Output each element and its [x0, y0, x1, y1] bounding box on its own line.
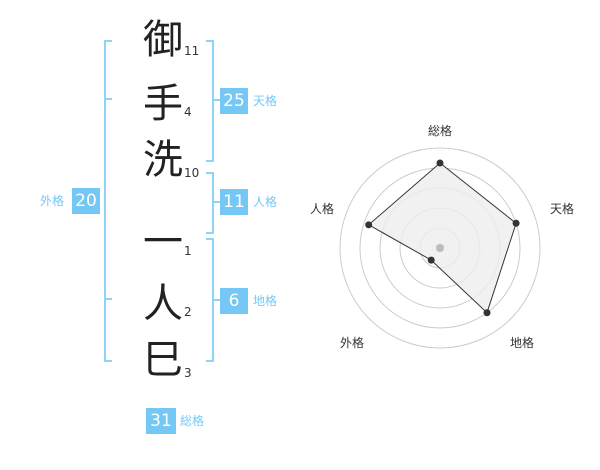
tenkaku-bracket-tick [212, 99, 220, 101]
radar-center-dot [436, 244, 444, 252]
stroke-count-6: 3 [184, 366, 192, 380]
name-char-5: 人 [143, 281, 183, 327]
name-char-2: 手 [143, 81, 183, 127]
radar-label-soukaku: 総格 [428, 124, 453, 138]
chikaku-value: 6 [220, 288, 248, 314]
chikaku-bracket-tick [212, 299, 220, 301]
name-char-1: 御 [143, 17, 183, 63]
radar-label-gaikaku: 外格 [340, 336, 365, 350]
gaikaku-value: 20 [72, 188, 100, 214]
radar-ring-1 [339, 147, 541, 349]
name-char-3: 洗 [143, 137, 183, 183]
radar-label-chikaku: 地格 [510, 336, 535, 350]
radar-point-1 [436, 159, 444, 167]
tenkaku-value: 25 [220, 88, 248, 114]
radar-point-4 [427, 256, 435, 264]
gaikaku-bracket-tick [104, 98, 112, 100]
radar-point-2 [512, 219, 520, 227]
gaikaku-bracket [104, 40, 112, 362]
jinkaku-label: 人格 [253, 195, 278, 209]
stroke-count-4: 1 [184, 244, 192, 258]
stroke-count-3: 10 [184, 166, 200, 180]
stroke-count-5: 2 [184, 305, 192, 319]
radar-polygon [367, 162, 517, 314]
stroke-count-2: 4 [184, 105, 192, 119]
radar-point-5 [365, 221, 373, 229]
name-char-6: 巳 [143, 337, 183, 383]
radar-point-3 [483, 309, 491, 317]
jinkaku-bracket [206, 172, 214, 234]
jinkaku-value: 11 [220, 189, 248, 215]
gaikaku-label: 外格 [40, 194, 65, 208]
radar-label-tenkaku: 天格 [550, 202, 575, 216]
chikaku-label: 地格 [253, 294, 278, 308]
radar-label-jinkaku: 人格 [310, 202, 335, 216]
soukaku-label: 総格 [180, 414, 205, 428]
name-char-4: 一 [143, 219, 183, 265]
tenkaku-bracket [206, 40, 214, 162]
gaikaku-bracket-tick [104, 298, 112, 300]
soukaku-value: 31 [146, 408, 176, 434]
jinkaku-bracket-tick [212, 201, 220, 203]
tenkaku-label: 天格 [253, 94, 278, 108]
stroke-count-1: 11 [184, 44, 200, 58]
